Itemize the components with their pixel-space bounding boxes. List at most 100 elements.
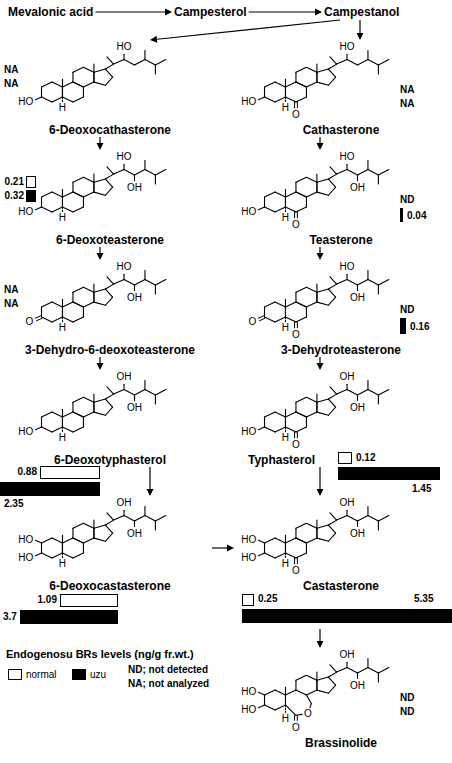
compound-name: 6-Deoxotyphasterol <box>8 453 212 467</box>
bond-line <box>265 82 275 87</box>
steroid-structure <box>259 659 389 721</box>
arrow-shaft <box>95 11 165 12</box>
bond-line <box>357 285 358 290</box>
bond-line <box>328 64 336 69</box>
bond-line <box>328 525 335 533</box>
bond-line <box>114 60 124 65</box>
compound-name: 6-Deoxoteasterone <box>8 233 212 247</box>
bond-line <box>285 87 286 97</box>
bond-line <box>317 179 329 182</box>
bond-line <box>296 538 306 543</box>
bond-line <box>275 553 285 558</box>
bond-line <box>73 523 83 528</box>
compound-name: 6-Deoxocathasterone <box>8 123 212 137</box>
bond-line <box>73 538 83 543</box>
legend-swatch <box>8 669 22 680</box>
level-bar <box>27 177 36 188</box>
bond-line <box>52 192 62 197</box>
bond-line <box>328 187 335 195</box>
bond-line <box>378 170 388 175</box>
bond-line <box>378 673 379 682</box>
compound-node: Castasterone <box>234 496 448 629</box>
bond-line <box>72 402 73 412</box>
bond-line <box>145 280 155 285</box>
bond-line <box>73 192 83 197</box>
bond-line <box>124 54 125 59</box>
bond-line <box>317 412 329 415</box>
atom-label: O <box>292 329 300 340</box>
bond-line <box>337 280 347 285</box>
bond-line <box>62 317 72 322</box>
bond-line <box>357 175 358 180</box>
bond-line <box>134 521 135 526</box>
atom-label: HO <box>18 534 33 545</box>
bond-line <box>306 302 316 307</box>
bond-line <box>296 412 306 417</box>
bond-line <box>347 280 357 285</box>
steroid-structure <box>36 381 166 432</box>
bond-line <box>73 192 83 197</box>
bond-line <box>285 299 286 307</box>
compound-name: Cathasterone <box>234 123 448 137</box>
bond-line <box>296 675 306 680</box>
pathway-arrow <box>97 357 104 370</box>
atom-label: OH <box>117 497 132 508</box>
steroid-structure <box>36 161 166 212</box>
steroid-structure <box>36 507 166 558</box>
bond-line <box>94 82 106 85</box>
bond-line <box>94 412 106 415</box>
compound-name: 3-Dehydro-6-deoxoteasterone <box>8 343 212 357</box>
bond-line <box>62 409 63 417</box>
compound-name: 6-Deoxocastasterone <box>8 579 212 593</box>
legend-note: NA; not analyzed <box>128 678 209 690</box>
bond-line <box>275 538 285 543</box>
level-bar <box>243 595 254 606</box>
legend-swatch <box>72 669 86 680</box>
atom-label: OH <box>350 680 365 691</box>
bond-line <box>62 427 72 432</box>
compound-node: 6-Deoxocastasterone <box>8 496 212 593</box>
bond-line <box>94 302 106 305</box>
arrow-head <box>315 9 322 16</box>
level-value: 5.35 <box>414 593 433 605</box>
level-value: NA <box>4 284 18 296</box>
bond-line <box>285 695 286 705</box>
atom-label: H <box>59 212 66 223</box>
bond-line <box>275 192 285 197</box>
bond-line <box>73 412 83 417</box>
bond-line <box>347 668 357 673</box>
bond-line <box>316 72 317 82</box>
bond-line <box>275 690 285 695</box>
bond-line <box>144 507 145 516</box>
bond-line <box>296 82 306 87</box>
bond-line <box>316 284 317 292</box>
bond-line <box>306 307 307 317</box>
arrow-shaft <box>149 467 150 489</box>
bond-line <box>145 516 155 521</box>
bond-line <box>42 97 52 102</box>
atom-label: H <box>59 558 66 569</box>
bond-line <box>41 417 42 427</box>
arrow-shaft <box>99 137 100 143</box>
pathway-arrow <box>317 137 324 150</box>
compound-node: Cathasterone <box>234 40 448 137</box>
bond-line <box>295 680 296 690</box>
bond-line <box>155 395 156 404</box>
bond-line <box>285 317 286 322</box>
bond-line <box>285 302 295 307</box>
bond-line <box>367 161 368 170</box>
bond-line <box>155 65 156 74</box>
bond-line <box>367 51 368 60</box>
bond-line <box>124 280 134 285</box>
bond-line <box>285 427 295 432</box>
bond-line <box>285 317 295 322</box>
bond-line <box>124 516 134 521</box>
bond-line <box>73 317 83 322</box>
level-value: 3.7 <box>3 611 17 623</box>
bond-line <box>124 274 125 279</box>
bond-line <box>62 307 63 317</box>
bond-line <box>105 297 112 305</box>
bond-line <box>328 284 336 289</box>
legend-title: Endogenosu BRs levels (ng/g fr.wt.) <box>6 648 194 661</box>
bond-line <box>73 553 83 558</box>
